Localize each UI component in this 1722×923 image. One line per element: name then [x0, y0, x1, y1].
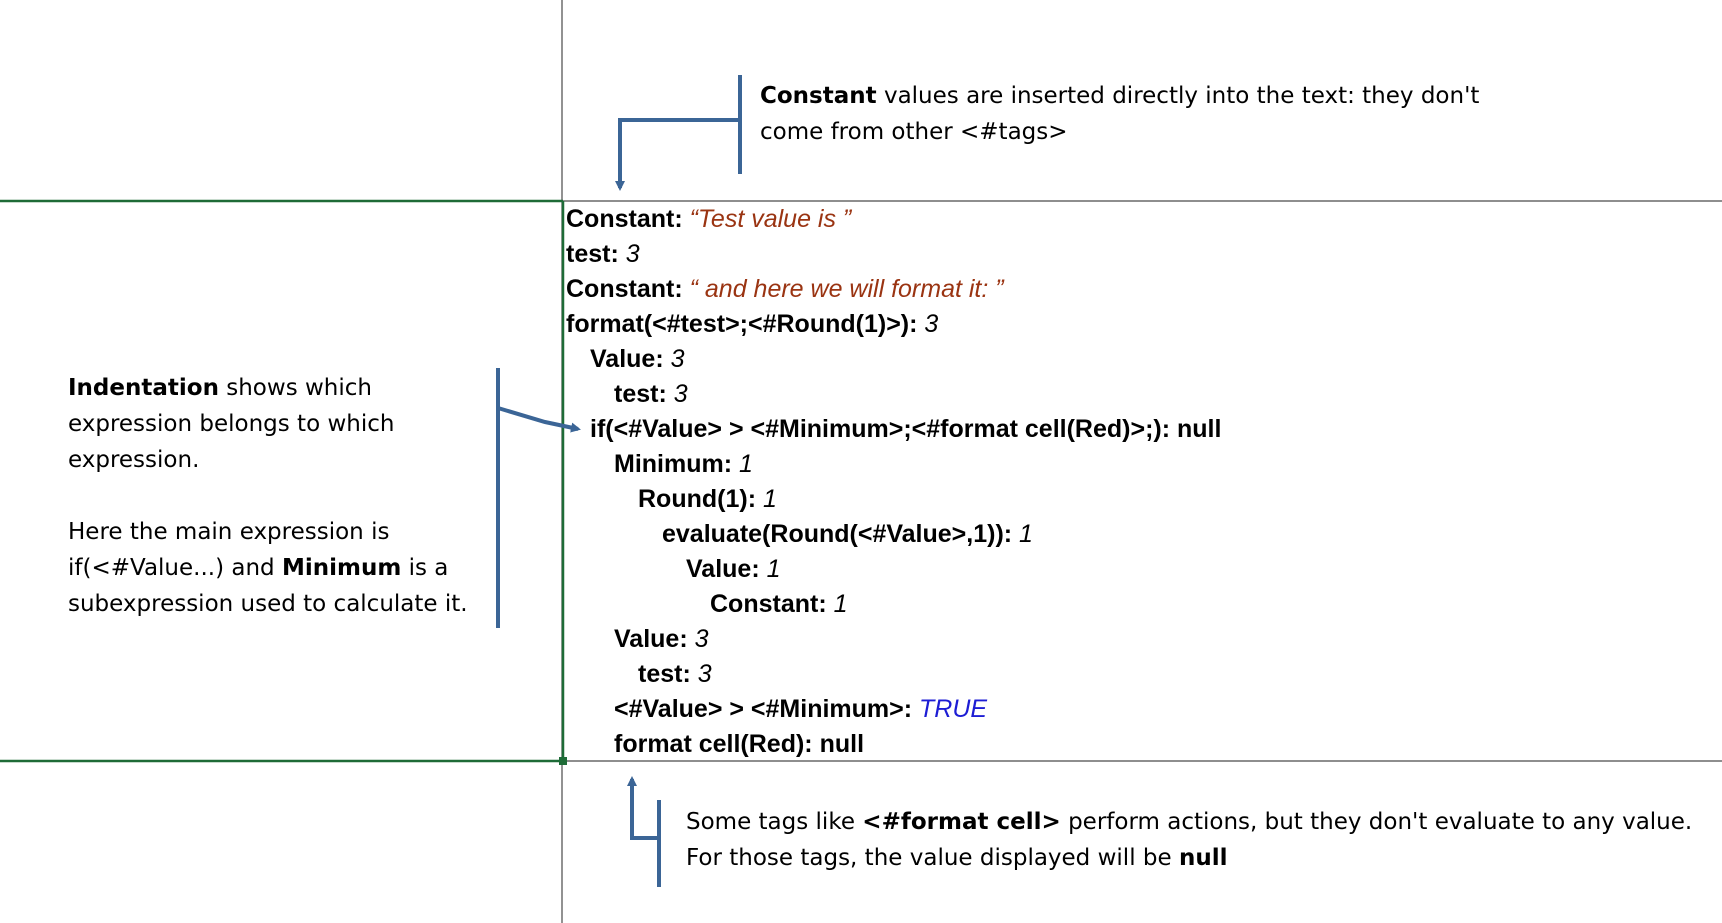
tree-row-value: 3: [670, 345, 685, 373]
tree-row-value: 3: [694, 625, 709, 653]
tree-row-label: Round(1):: [638, 485, 763, 513]
tree-row-label: Constant:: [566, 205, 690, 233]
note-null-text-a: Some tags like: [686, 809, 863, 835]
arrow-indentation-pointer: [496, 368, 581, 628]
tree-row-value: 1: [1019, 520, 1033, 548]
note-constant-line2: come from other <#tags>: [760, 119, 1068, 145]
tree-row: format(<#test>;<#Round(1)>): 3: [566, 307, 938, 342]
tree-row-value: null: [819, 730, 865, 758]
note-main-expression-bold: Minimum: [281, 555, 402, 581]
note-constant: Constant values are inserted directly in…: [760, 78, 1580, 150]
tree-row: Value: 3: [590, 342, 685, 377]
tree-row-value: “ and here we will format it: ”: [689, 275, 1004, 303]
tree-row: test: 3: [638, 657, 712, 692]
tree-row: test: 3: [614, 377, 688, 412]
note-indentation-line2: expression belongs to which: [68, 411, 395, 437]
note-main-expression-text-b: is a: [401, 555, 449, 581]
note-constant-bold: Constant: [760, 83, 877, 109]
tree-row-label: <#Value> > <#Minimum>:: [614, 695, 920, 723]
note-main-expression-line1: Here the main expression is: [68, 519, 390, 545]
tree-row: format cell(Red): null: [614, 727, 864, 762]
tree-row: <#Value> > <#Minimum>: TRUE: [614, 692, 987, 727]
tree-row-label: test:: [638, 660, 698, 688]
note-indentation: Indentation shows which expression belon…: [68, 370, 498, 622]
tree-row-value: TRUE: [919, 695, 988, 723]
tree-row-value: 3: [924, 310, 939, 338]
tree-row-value: 1: [766, 555, 781, 583]
tree-row-label: Constant:: [566, 275, 690, 303]
note-indentation-bold: Indentation: [68, 375, 219, 401]
tree-row-label: format cell(Red):: [614, 730, 820, 758]
tree-row: test: 3: [566, 237, 640, 272]
tree-row: Value: 1: [686, 552, 781, 587]
note-indentation-line1: Indentation shows which: [68, 370, 498, 406]
tree-row-value: 3: [697, 660, 712, 688]
note-indentation-text: shows which: [218, 375, 372, 401]
note-constant-text: values are inserted directly into the te…: [876, 83, 1480, 109]
tree-row-value: 3: [625, 240, 640, 268]
tree-row-label: if(<#Value> > <#Minimum>;<#format cell(R…: [590, 415, 1177, 443]
tree-row: evaluate(Round(<#Value>,1)): 1: [662, 517, 1033, 552]
note-null-tag-bold: <#format cell>: [862, 809, 1061, 835]
tree-row-label: Value:: [590, 345, 671, 373]
note-null-value: Some tags like <#format cell> perform ac…: [686, 804, 1716, 876]
tree-row-label: test:: [614, 380, 674, 408]
tree-row-label: Minimum:: [614, 450, 739, 478]
tree-row-label: test:: [566, 240, 626, 268]
note-main-expression-line3: subexpression used to calculate it.: [68, 591, 468, 617]
tree-row-value: null: [1177, 415, 1222, 443]
tree-row: Round(1): 1: [638, 482, 777, 517]
note-main-expression-line2: if(<#Value...) and Minimum is a: [68, 550, 498, 586]
note-null-bold: null: [1178, 845, 1228, 871]
tree-row-value: “Test value is ”: [689, 205, 852, 233]
note-spacer: [68, 478, 498, 514]
tree-row-label: Value:: [614, 625, 695, 653]
tree-row-label: Constant:: [710, 590, 834, 618]
tree-row-label: evaluate(Round(<#Value>,1)):: [662, 520, 1020, 548]
tree-row: Constant: 1: [710, 587, 848, 622]
tree-row-value: 3: [673, 380, 688, 408]
note-main-expression-text-a: if(<#Value...) and: [68, 555, 282, 581]
tree-row: Constant: “Test value is ”: [566, 202, 851, 237]
tree-row: Constant: “ and here we will format it: …: [566, 272, 1004, 307]
note-constant-line1: Constant values are inserted directly in…: [760, 78, 1580, 114]
arrow-constant-pointer: [615, 75, 742, 191]
note-null-line1: Some tags like <#format cell> perform ac…: [686, 804, 1716, 840]
tree-row: Minimum: 1: [614, 447, 753, 482]
arrow-null-pointer: [627, 776, 661, 887]
tree-row-label: Value:: [686, 555, 767, 583]
tree-row-value: 1: [833, 590, 848, 618]
note-null-line2: For those tags, the value displayed will…: [686, 840, 1716, 876]
tree-row: Value: 3: [614, 622, 709, 657]
note-indentation-line3: expression.: [68, 447, 200, 473]
tree-row-value: 1: [762, 485, 777, 513]
tree-row: if(<#Value> > <#Minimum>;<#format cell(R…: [590, 412, 1221, 447]
tree-row-value: 1: [739, 450, 753, 478]
note-null-text-c: For those tags, the value displayed will…: [686, 845, 1179, 871]
selection-handle: [559, 757, 567, 765]
note-null-text-b: perform actions, but they don't evaluate…: [1060, 809, 1693, 835]
tree-row-label: format(<#test>;<#Round(1)>):: [566, 310, 925, 338]
